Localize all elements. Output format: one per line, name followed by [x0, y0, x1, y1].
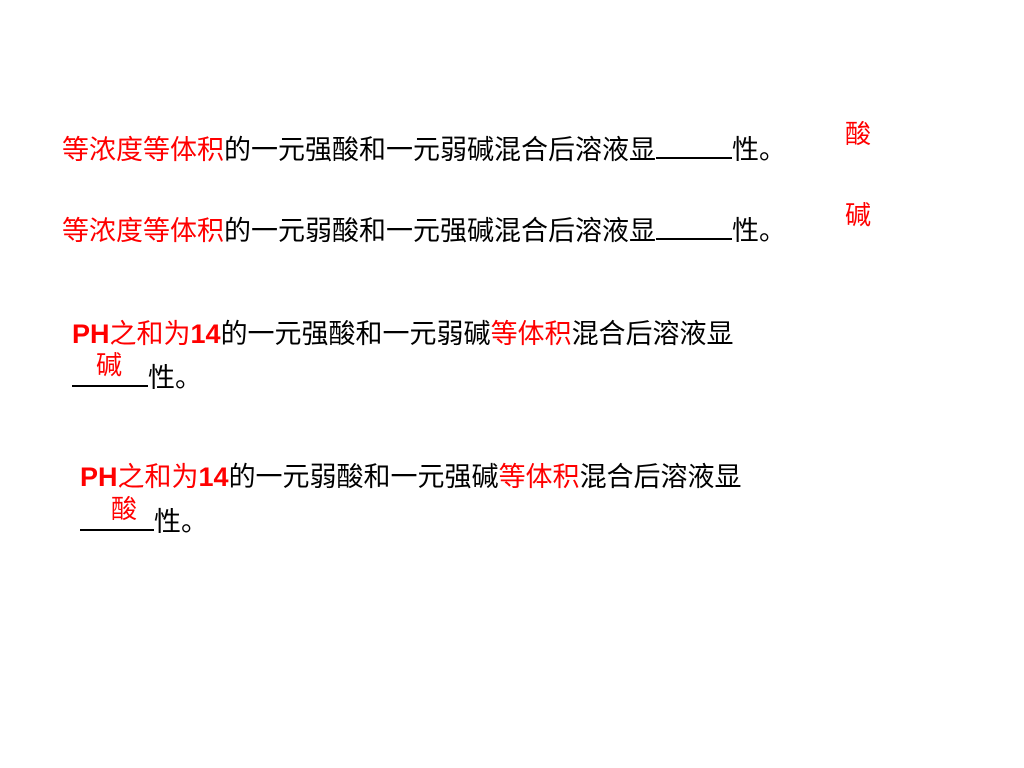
q3-ph: PH — [72, 319, 110, 349]
q4-highlight-2: 等体积 — [498, 462, 580, 493]
q1-answer: 酸 — [845, 120, 872, 150]
q3-blank — [72, 359, 148, 387]
q3-tail: 性。 — [148, 363, 202, 394]
q2-answer: 碱 — [845, 201, 872, 231]
q3-answer: 碱 — [96, 351, 123, 381]
question-2: 等浓度等体积的一元弱酸和一元强碱混合后溶液显 性。 — [62, 212, 786, 250]
q3-num: 14 — [190, 319, 221, 349]
question-3: PH之和为14的一元强酸和一元弱碱等体积混合后溶液显 — [72, 316, 734, 353]
q4-highlight-mid: 之和为 — [117, 462, 199, 493]
q4-text-2: 混合后溶液显 — [579, 462, 742, 493]
question-1: 等浓度等体积的一元强酸和一元弱碱混合后溶液显 性。 — [62, 131, 786, 169]
question-3-line-2: 性。 — [72, 359, 202, 397]
q4-tail: 性。 — [154, 507, 208, 538]
q3-highlight-mid: 之和为 — [109, 319, 191, 350]
question-4: PH之和为14的一元弱酸和一元强碱等体积混合后溶液显 — [80, 459, 742, 496]
q3-text: 的一元强酸和一元弱碱 — [220, 319, 491, 350]
q4-ph: PH — [80, 462, 118, 492]
q2-tail: 性。 — [732, 216, 786, 247]
q3-highlight-2: 等体积 — [490, 319, 572, 350]
q4-blank — [80, 503, 154, 531]
q2-blank — [656, 212, 732, 240]
q2-highlight: 等浓度等体积 — [62, 216, 224, 247]
q3-text-2: 混合后溶液显 — [571, 319, 734, 350]
q1-highlight: 等浓度等体积 — [62, 135, 224, 166]
question-4-line-2: 性。 — [80, 503, 208, 541]
q4-text: 的一元弱酸和一元强碱 — [228, 462, 499, 493]
q2-text: 的一元弱酸和一元强碱混合后溶液显 — [224, 216, 656, 247]
q1-blank — [656, 131, 732, 159]
q4-num: 14 — [198, 462, 229, 492]
q1-tail: 性。 — [732, 135, 786, 166]
q1-text: 的一元强酸和一元弱碱混合后溶液显 — [224, 135, 656, 166]
q4-answer: 酸 — [111, 495, 138, 525]
